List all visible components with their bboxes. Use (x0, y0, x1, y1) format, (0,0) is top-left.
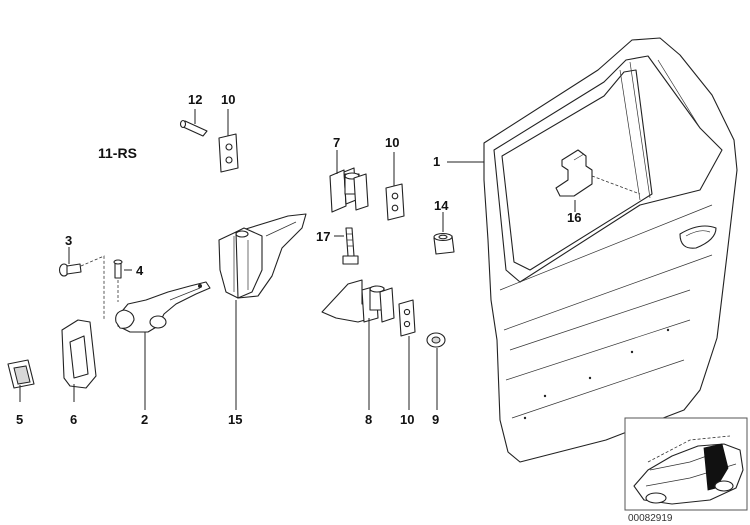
callout-1: 1 (433, 154, 440, 169)
door-check-15-part (218, 213, 307, 299)
bolt-17-part (342, 227, 359, 265)
callout-14: 14 (434, 198, 449, 213)
callout-16: 16 (567, 210, 581, 225)
callout-13: 12 (188, 92, 202, 107)
callout-6: 6 (70, 412, 77, 427)
callout-7: 7 (333, 135, 340, 150)
callout-17: 17 (316, 229, 330, 244)
plate-12-part (218, 133, 239, 173)
bushing-14-part (433, 232, 455, 255)
callout-10-upper: 10 (385, 135, 399, 150)
callout-12: 10 (221, 92, 235, 107)
callout-9: 9 (432, 412, 439, 427)
group-note: 11-RS (98, 145, 137, 161)
grommet-5-part (7, 359, 35, 389)
callout-2: 2 (141, 412, 148, 427)
drawing-number: 00082919 (628, 513, 673, 524)
screw-3-part (58, 255, 105, 320)
pin-13-part (179, 119, 208, 137)
plate-10-lower-part (398, 299, 416, 337)
callout-labels: 11-RS 12 10 7 10 1 14 16 17 3 4 5 6 2 15… (16, 92, 581, 427)
callout-10-lower: 10 (400, 412, 414, 427)
callout-3: 3 (65, 233, 72, 248)
callout-15: 15 (228, 412, 242, 427)
bolt-4-part (113, 259, 123, 302)
door-strap-2-part (115, 281, 211, 333)
cover-6-part (61, 319, 97, 389)
locator-inset (624, 417, 748, 511)
callout-5: 5 (16, 412, 23, 427)
leader-lines (19, 109, 576, 410)
rear-door-part (483, 37, 738, 463)
hinge-8-part (321, 279, 395, 323)
bracket-16-part (555, 149, 641, 197)
plate-10-upper-part (385, 183, 405, 221)
nut-9-part (426, 332, 446, 348)
callout-4: 4 (136, 263, 144, 278)
hinge-7-part (329, 167, 369, 213)
callout-8: 8 (365, 412, 372, 427)
